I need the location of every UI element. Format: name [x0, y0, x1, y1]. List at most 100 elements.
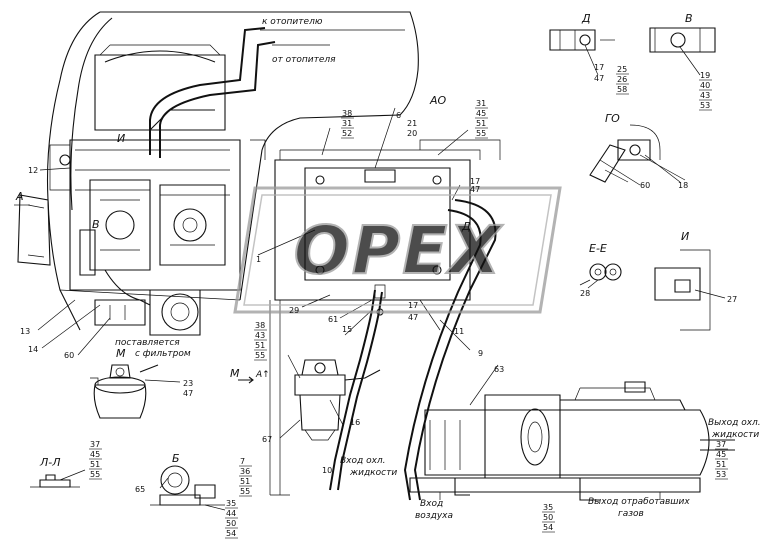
- supplied-label-line1: поставляется: [115, 338, 180, 348]
- callout-15: 15: [342, 325, 352, 334]
- stack-number: 19: [700, 71, 710, 80]
- exhaust-outlet-line2: газов: [618, 509, 644, 519]
- stack-number: 38: [255, 321, 265, 330]
- view-label-i: И: [681, 230, 689, 243]
- stack-number: 53: [716, 470, 726, 479]
- detail-view-i: [654, 249, 726, 331]
- callout-13: 13: [20, 327, 30, 336]
- view-letters: А АО В Д ГО И Е-Е М Б Л-Л И В Д: [14, 12, 693, 469]
- stack-number: 51: [476, 119, 486, 128]
- stack-number: 37: [716, 440, 726, 449]
- callout-numbers: 12 13 14 60 1 6 29 61 15 17 47 17 47 11 …: [20, 63, 737, 494]
- stack-number: 51: [255, 341, 265, 350]
- callout-29: 29: [289, 306, 299, 315]
- stack-number: 51: [240, 477, 250, 486]
- callout-47-dv: 47: [594, 74, 604, 83]
- coolant-inlet-line1: Вход охл.: [340, 456, 386, 466]
- view-label-d-main: Д: [461, 220, 471, 233]
- stack-number: 55: [90, 470, 100, 479]
- stack-number: 26: [617, 75, 627, 84]
- stack-number: 50: [543, 513, 553, 522]
- callout-60-go: 60: [640, 181, 650, 190]
- fuel-filter: [294, 359, 381, 441]
- stack-number: 43: [255, 331, 265, 340]
- stack-number: 51: [716, 460, 726, 469]
- detail-view-ll: [30, 469, 86, 488]
- coolant-lines: [329, 199, 497, 501]
- callout-11: 11: [454, 327, 464, 336]
- stack-number: 37: [90, 440, 100, 449]
- stack-number: 52: [342, 129, 352, 138]
- callout-17-dv: 17: [594, 63, 604, 72]
- stack-number: 55: [255, 351, 265, 360]
- callout-17-d: 17: [470, 177, 480, 186]
- detail-view-v: [649, 27, 716, 76]
- stack-number: 38: [342, 109, 352, 118]
- arrow-m-label: М: [230, 367, 240, 380]
- stack-number: 58: [617, 85, 627, 94]
- stack-number: 35: [226, 499, 236, 508]
- leader-lines: [37, 107, 681, 489]
- callout-61: 61: [328, 315, 338, 324]
- stack-number: 45: [476, 109, 486, 118]
- stack-number: 55: [240, 487, 250, 496]
- callout-21: 21: [407, 119, 417, 128]
- callout-27: 27: [727, 295, 737, 304]
- callout-65: 65: [135, 485, 145, 494]
- callout-63: 63: [494, 365, 504, 374]
- callout-6: 6: [396, 111, 401, 120]
- stack-number: 25: [617, 65, 627, 74]
- callout-47-d: 47: [470, 185, 480, 194]
- detail-view-ee: [587, 263, 622, 289]
- stack-number: 53: [700, 101, 710, 110]
- coolant-outlet-line2: жидкости: [711, 430, 759, 440]
- liquid-heater-unit: [409, 381, 735, 501]
- supplied-label-line2: с фильтром: [135, 349, 191, 359]
- callout-60: 60: [64, 351, 74, 360]
- callout-17-lower: 17: [408, 301, 418, 310]
- callout-23: 23: [183, 379, 193, 388]
- stack-number: 35: [543, 503, 553, 512]
- annotations: к отопителю от отопителя поставляется с …: [115, 17, 760, 521]
- view-label-ao: АО: [429, 94, 447, 107]
- heater-mounting-frame: [250, 139, 501, 496]
- arrow-a-label: А↑: [255, 370, 270, 380]
- callout-12: 12: [28, 166, 38, 175]
- detail-view-m: [90, 364, 181, 419]
- coolant-outlet-line1: Выход охл.: [708, 418, 760, 428]
- callout-67: 67: [262, 435, 272, 444]
- view-label-b: Б: [172, 452, 180, 465]
- view-label-v: В: [685, 12, 693, 25]
- view-label-m: М: [116, 347, 126, 360]
- view-label-i-main: И: [117, 132, 125, 145]
- callout-10: 10: [322, 466, 332, 475]
- callout-20: 20: [407, 129, 417, 138]
- stack-number: 45: [90, 450, 100, 459]
- stack-number: 44: [226, 509, 236, 518]
- stack-number: 54: [543, 523, 553, 532]
- callout-47-lower: 47: [408, 313, 418, 322]
- to-heater-label: к отопителю: [262, 17, 323, 27]
- coolant-inlet-line2: жидкости: [349, 468, 397, 478]
- stack-number: 45: [716, 450, 726, 459]
- detail-view-go: [589, 124, 686, 186]
- callout-47-m: 47: [183, 389, 193, 398]
- stack-number: 36: [240, 467, 250, 476]
- stack-number: 7: [240, 457, 245, 466]
- stack-number: 40: [700, 81, 710, 90]
- stack-number: 43: [700, 91, 710, 100]
- callout-14: 14: [28, 345, 38, 354]
